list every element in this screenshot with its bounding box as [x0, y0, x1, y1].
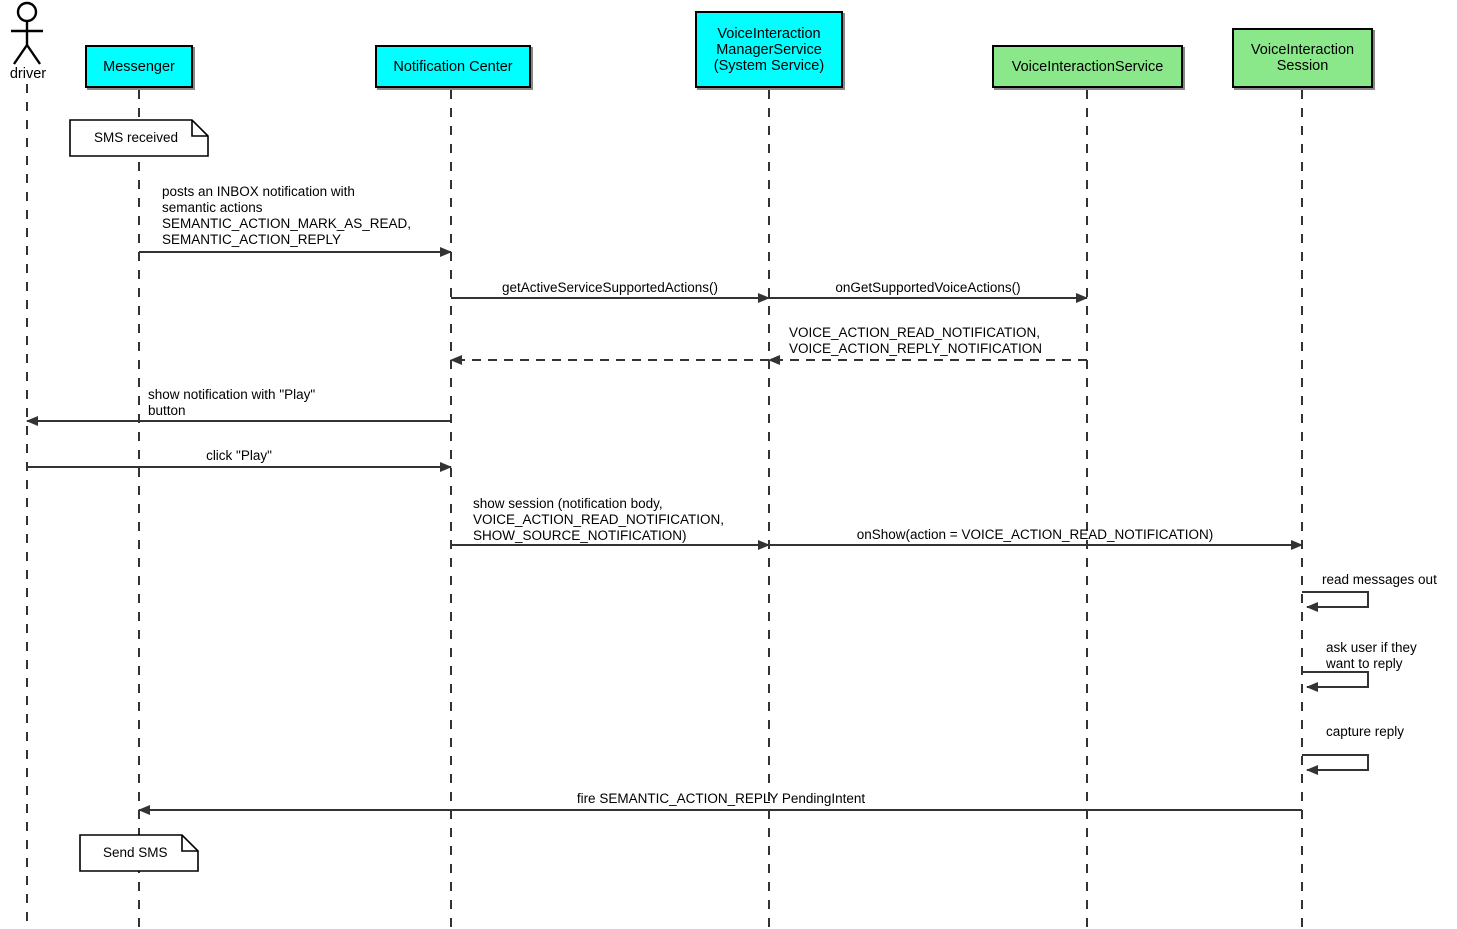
- message-label-on-show: onShow(action = VOICE_ACTION_READ_NOTIFI…: [856, 527, 1214, 542]
- lifelines: [26, 84, 1303, 929]
- participant-label-messenger: Messenger: [103, 58, 175, 75]
- note-label-send-sms: Send SMS: [103, 845, 168, 860]
- self-message-label-capture-reply: capture reply: [1326, 724, 1405, 739]
- message-label-posts-inbox: posts an INBOX notification with semanti…: [162, 184, 412, 247]
- participant-notification-center[interactable]: Notification Center: [375, 45, 531, 88]
- self-arrow-capture-reply: [1302, 754, 1369, 775]
- participant-voice-interaction-service[interactable]: VoiceInteractionService: [992, 45, 1183, 88]
- message-label-show-notification: show notification with "Play" button: [148, 387, 316, 418]
- actor-label-driver: driver: [9, 66, 47, 82]
- self-arrow-read-messages: [1302, 591, 1369, 612]
- message-label-return-supported-actions: VOICE_ACTION_READ_NOTIFICATION, VOICE_AC…: [789, 325, 1043, 356]
- participant-messenger[interactable]: Messenger: [85, 45, 193, 88]
- self-message-arrows: [1302, 591, 1369, 775]
- participant-voice-interaction-session[interactable]: VoiceInteraction Session: [1232, 28, 1373, 88]
- note-label-sms-received: SMS received: [94, 130, 179, 145]
- message-label-on-get-supported-voice-actions: onGetSupportedVoiceActions(): [835, 280, 1021, 295]
- message-label-fire-pending-intent: fire SEMANTIC_ACTION_REPLY PendingIntent: [576, 791, 866, 806]
- actor-driver-icon: [11, 1, 43, 65]
- participant-label-voice-interaction-manager-service: VoiceInteraction ManagerService (System …: [713, 25, 825, 74]
- message-label-show-session: show session (notification body, VOICE_A…: [473, 496, 725, 543]
- self-message-label-ask-user-reply: ask user if they want to reply: [1326, 640, 1417, 671]
- note-fold-sms-received: [191, 120, 208, 137]
- self-arrow-ask-user: [1302, 671, 1369, 692]
- message-label-get-active-service-supported-actions: getActiveServiceSupportedActions(): [501, 280, 719, 295]
- participant-label-notification-center: Notification Center: [393, 58, 513, 75]
- participant-voice-interaction-manager-service[interactable]: VoiceInteraction ManagerService (System …: [695, 11, 843, 88]
- message-arrows: [26, 247, 1303, 815]
- note-fold-send-sms: [181, 835, 198, 852]
- participant-label-voice-interaction-service: VoiceInteractionService: [1011, 58, 1164, 75]
- self-message-label-read-messages-out: read messages out: [1322, 572, 1437, 587]
- note-shapes: [69, 119, 209, 872]
- note-shape-send-sms: [79, 834, 199, 872]
- note-shape-sms-received: [69, 119, 209, 157]
- participant-label-voice-interaction-session: VoiceInteraction Session: [1250, 42, 1355, 74]
- message-label-click-play: click "Play": [206, 448, 272, 463]
